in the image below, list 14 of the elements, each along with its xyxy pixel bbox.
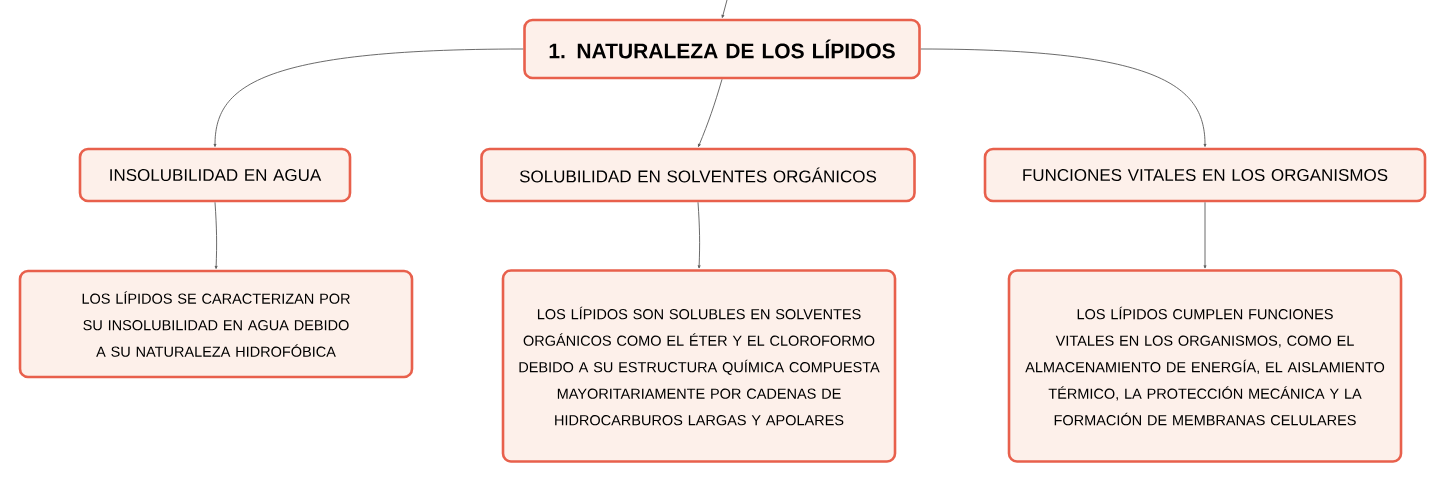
title-box: 1. NATURALEZA DE LOS LÍPIDOS bbox=[523, 18, 921, 80]
description-box: LOS LÍPIDOS SON SOLUBLES EN SOLVENTES ORGÁNICOS COMO EL ÉTER Y EL CLOROFORMO DEBIDO A SU ESTRUCTURA QUÍMICA COMPUESTA MAYORITARIAMENTE POR CADENAS DE HIDROCARBUROS LARGAS Y APOLARES bbox=[501, 269, 897, 463]
arrow bbox=[1203, 201, 1207, 269]
topic-box: FUNCIONES VITALES EN LOS ORGANISMOS bbox=[983, 147, 1427, 203]
arrow bbox=[721, 0, 728, 19]
topic-box: SOLUBILIDAD EN SOLVENTES ORGÁNICOS bbox=[480, 147, 916, 203]
topic-box: INSOLUBILIDAD EN AGUA bbox=[78, 147, 352, 203]
arrow bbox=[920, 48, 1207, 147]
arrow bbox=[698, 78, 723, 148]
description-box: LOS LÍPIDOS SE CARACTERIZAN POR SU INSOLUBILIDAD EN AGUA DEBIDO A SU NATURALEZA HIDROFÓBICA bbox=[18, 269, 414, 379]
description-box: LOS LÍPIDOS CUMPLEN FUNCIONES VITALES EN LOS ORGANISMOS, COMO EL ALMACENAMIENTO DE ENERGÍA, EL AISLAMIENTO TÉRMICO, LA PROTECCIÓN MECÁNICA Y LA FORMACIÓN DE MEMBRANAS CELULARES bbox=[1007, 269, 1403, 463]
arrow bbox=[214, 201, 218, 269]
arrow bbox=[213, 48, 524, 147]
arrow bbox=[697, 201, 701, 269]
